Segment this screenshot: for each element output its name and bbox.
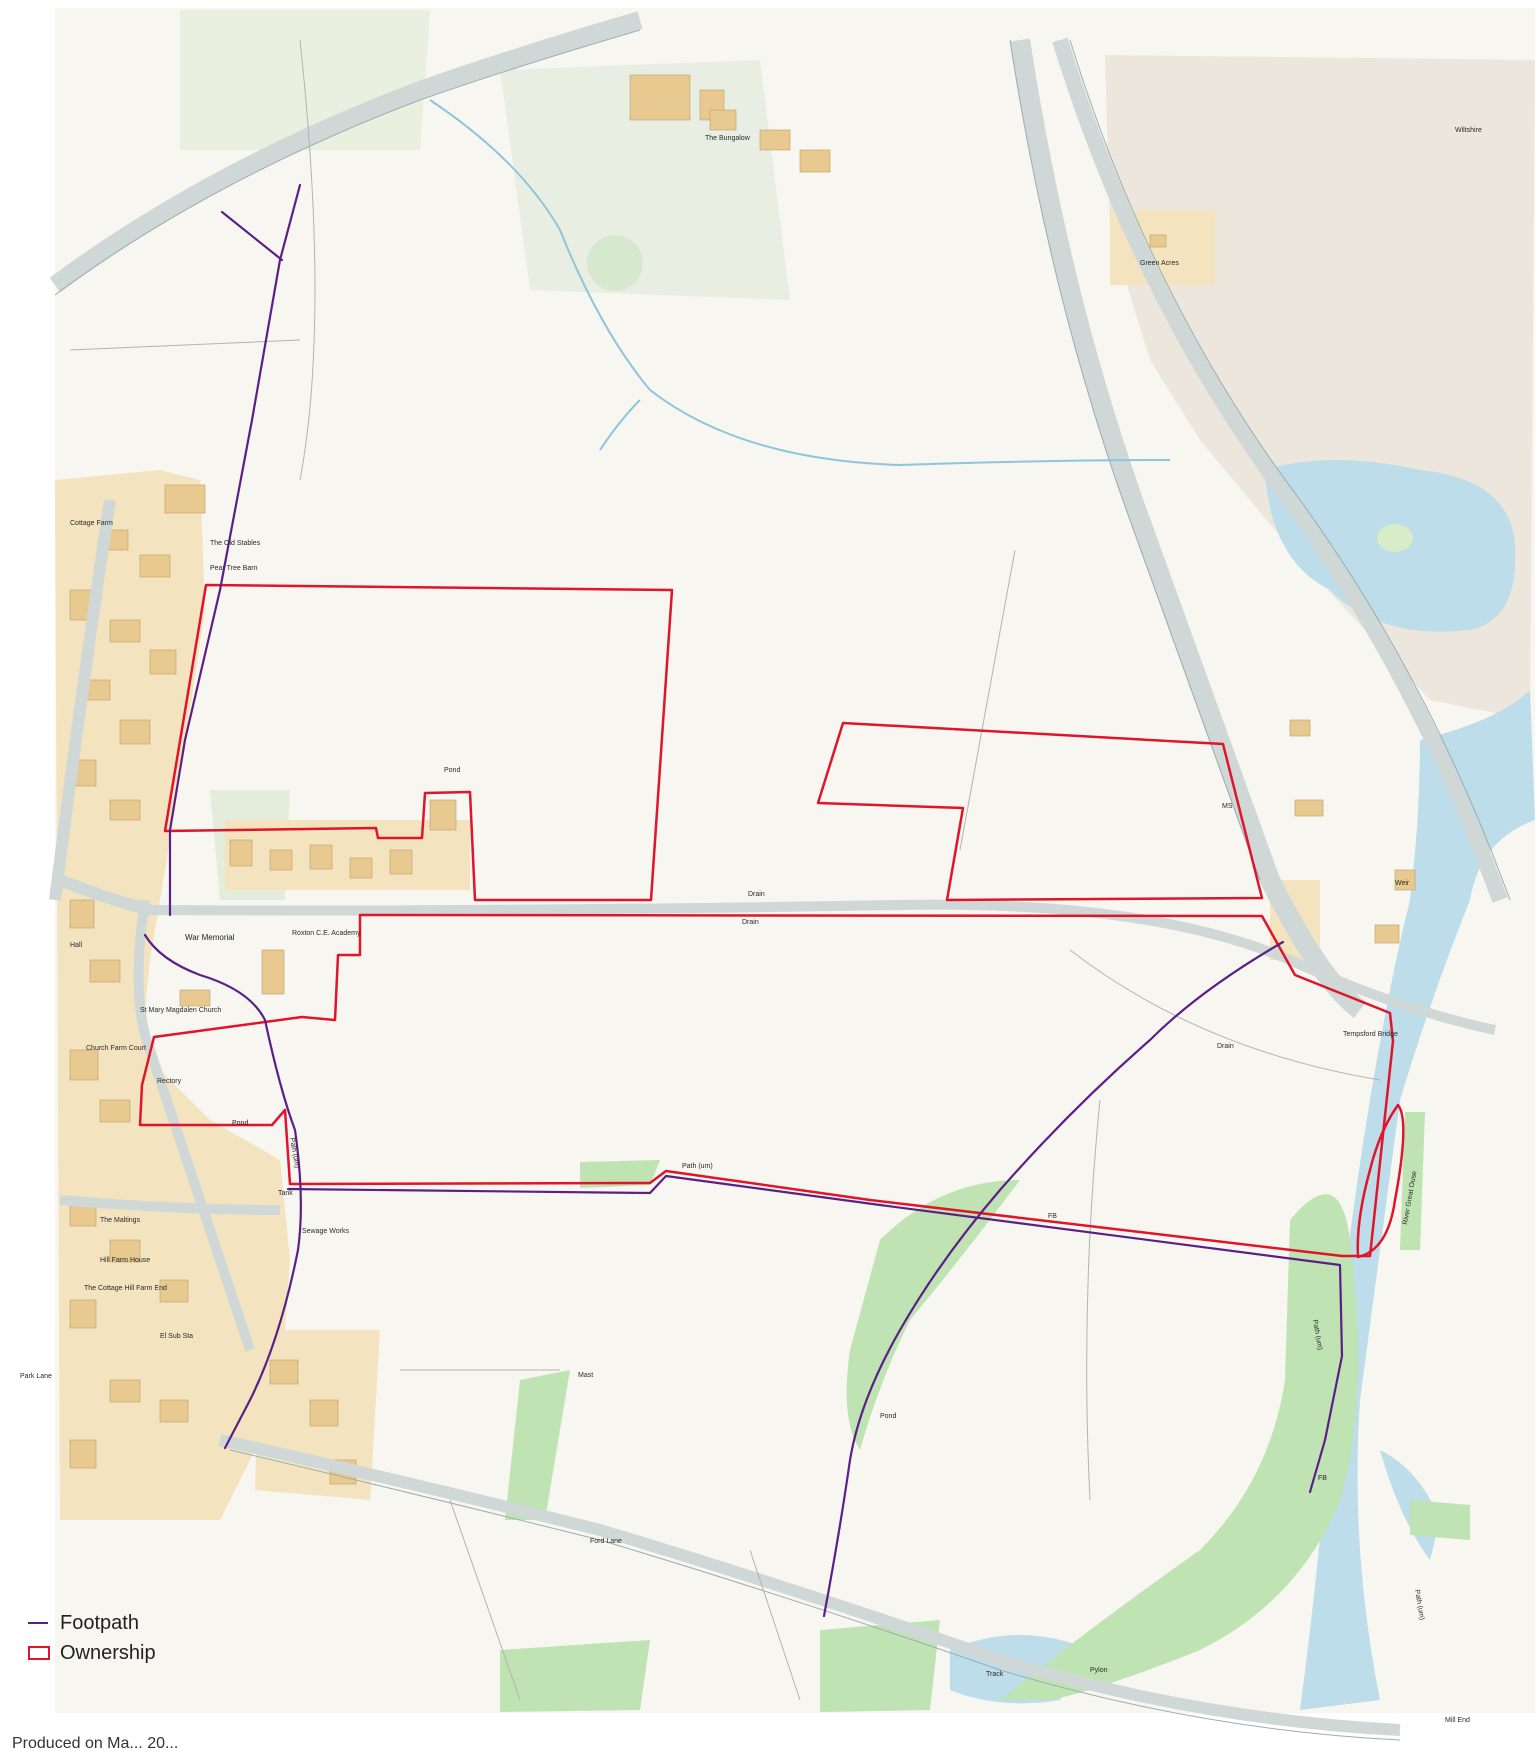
woodland-bottom <box>500 1640 650 1712</box>
label-drain-1: Drain <box>748 891 765 898</box>
woodland-bottom-mid <box>820 1620 940 1712</box>
field-boundaries <box>69 39 1381 1701</box>
label-hill-farm-end: The Cottage Hill Farm End <box>84 1285 167 1292</box>
label-academy: Roxton C.E. Academy <box>292 930 361 937</box>
produced-on-text: Produced on Ma... 20... <box>12 1735 179 1752</box>
legend-row-footpath: Footpath <box>28 1608 248 1638</box>
legend-row-ownership: Ownership <box>28 1638 248 1668</box>
footpath-nw-spur <box>220 210 284 262</box>
label-rectory: Rectory <box>157 1078 182 1085</box>
label-wiltshire: Wiltshire <box>1455 127 1482 134</box>
label-church-farm-court: Church Farm Court <box>86 1045 146 1052</box>
label-track: Track <box>986 1671 1004 1678</box>
roads <box>49 11 1508 1736</box>
footpath-west-north <box>168 183 302 917</box>
label-drain-2: Drain <box>742 919 759 926</box>
label-mast: Mast <box>578 1372 593 1379</box>
map-legend: Footpath Ownership <box>28 1608 248 1668</box>
label-pylon: Pylon <box>1090 1667 1108 1674</box>
ownership-parcel-south <box>138 913 1395 1258</box>
label-the-maltings: The Maltings <box>100 1217 141 1224</box>
footpath-diagonal <box>822 940 1285 1618</box>
footpaths <box>143 183 1344 1618</box>
label-the-bungalow: The Bungalow <box>705 135 751 142</box>
label-hill-farm-house: Hill Farm House <box>100 1257 150 1264</box>
label-pear-tree-barn: Pear Tree Barn <box>210 565 258 572</box>
label-weir: Weir <box>1395 880 1410 887</box>
label-tempsford-bridge: Tempsford Bridge <box>1343 1031 1398 1038</box>
ownership-parcel-nw <box>163 583 674 902</box>
label-war-memorial: War Memorial <box>185 933 235 942</box>
label-pond-1: Pond <box>444 767 460 774</box>
woodland-river-east <box>1000 1194 1358 1700</box>
woodland-path-strip <box>580 1160 660 1188</box>
label-path-um-2: Path (um) <box>682 1163 713 1170</box>
label-fb-1: FB <box>1048 1213 1057 1220</box>
ownership-island <box>1356 1103 1405 1259</box>
label-tank: Tank <box>278 1190 293 1197</box>
lake-island <box>1377 524 1413 552</box>
label-pond-2: Pond <box>232 1120 248 1127</box>
label-church: St Mary Magdalen Church <box>140 1007 221 1014</box>
label-sewage-works: Sewage Works <box>302 1228 349 1235</box>
island-strip <box>1400 1112 1425 1250</box>
footpath-key-line <box>28 1622 48 1624</box>
footpath-church <box>143 933 302 1450</box>
label-hall: Hall <box>70 942 83 949</box>
ownership-parcel-ne <box>816 721 1264 902</box>
label-fb-2: FB <box>1318 1475 1327 1482</box>
buildings <box>69 74 1416 1485</box>
label-old-stables: The Old Stables <box>210 540 261 547</box>
woodland-west-strip <box>505 1370 570 1520</box>
label-ms: MS <box>1222 803 1233 810</box>
ownership-key-box <box>28 1646 50 1660</box>
woodland-south-strip <box>846 1180 1020 1450</box>
reservoir <box>587 235 643 291</box>
legend-footpath-label: Footpath <box>60 1611 139 1634</box>
label-green-acres: Green Acres <box>1140 260 1179 267</box>
woodland-small <box>1410 1500 1470 1540</box>
label-mill-end: Mill End <box>1445 1717 1470 1724</box>
label-ford-lane: Ford Lane <box>590 1538 622 1545</box>
label-drain-3: Drain <box>1217 1043 1234 1050</box>
ownership-boundaries <box>138 583 1405 1259</box>
legend-ownership-label: Ownership <box>60 1641 156 1664</box>
label-cottage-farm: Cottage Farm <box>70 520 113 527</box>
label-pond-3: Pond <box>880 1413 896 1420</box>
road-edges <box>54 29 1511 1741</box>
streams <box>429 99 1171 467</box>
footpath-field-edge <box>286 1174 1344 1494</box>
label-el-sub-sta: El Sub Sta <box>160 1333 193 1340</box>
label-park-lane: Park Lane <box>20 1373 52 1380</box>
river-great-ouse <box>1300 690 1535 1710</box>
